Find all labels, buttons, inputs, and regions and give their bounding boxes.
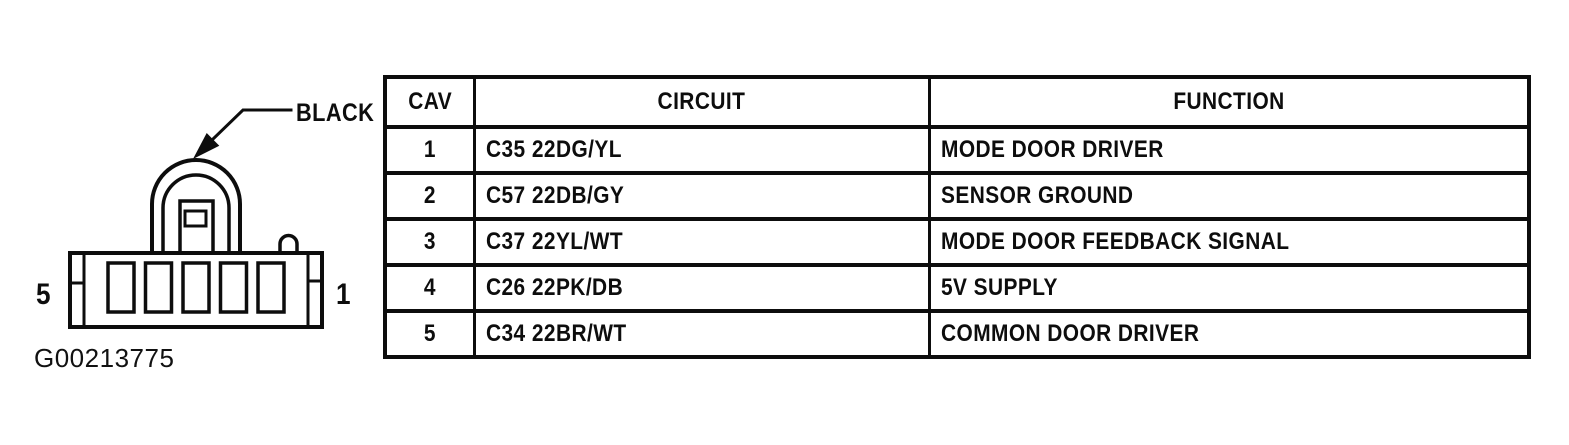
header-row: CAV CIRCUIT FUNCTION [383,75,1531,129]
cell-function: COMMON DOOR DRIVER [927,309,1531,359]
figure-id: G00213775 [34,343,175,373]
cell-cav: 5 [383,309,476,359]
pin-5-label: 5 [36,278,51,311]
cavity-3 [181,261,211,314]
column-header-function: FUNCTION [927,75,1531,129]
cell-cav: 3 [383,217,476,267]
cavity-1 [256,261,286,314]
table-row: 3 C37 22YL/WT MODE DOOR FEEDBACK SIGNAL [383,217,1531,267]
table-row: 4 C26 22PK/DB 5V SUPPLY [383,263,1531,313]
connector-color-label: BLACK [296,99,375,127]
cavity-2 [218,261,249,314]
pin-1-label: 1 [336,278,351,311]
cell-function: 5V SUPPLY [927,263,1531,313]
cell-circuit: C57 22DB/GY [472,171,931,221]
connector-latch [150,158,242,255]
arrowhead-icon [193,133,220,159]
cavity-5 [106,261,136,314]
connector-body [68,251,324,329]
pinout-table: CAV CIRCUIT FUNCTION 1 C35 22DG/YL MODE … [383,75,1531,359]
black-label-pointer [193,108,293,159]
connector-diagram [68,108,324,329]
cell-circuit: C37 22YL/WT [472,217,931,267]
table-row: 2 C57 22DB/GY SENSOR GROUND [383,171,1531,221]
cell-function: MODE DOOR FEEDBACK SIGNAL [927,217,1531,267]
latch-window [183,209,208,228]
cell-cav: 1 [383,125,476,175]
cell-circuit: C34 22BR/WT [472,309,931,359]
cell-circuit: C26 22PK/DB [472,263,931,313]
cell-function: MODE DOOR DRIVER [927,125,1531,175]
cell-function: SENSOR GROUND [927,171,1531,221]
column-header-cav: CAV [383,75,476,129]
cell-circuit: C35 22DG/YL [472,125,931,175]
cavity-4 [143,261,174,314]
index-bump [278,233,299,255]
column-header-circuit: CIRCUIT [472,75,931,129]
table-row: 5 C34 22BR/WT COMMON DOOR DRIVER [383,309,1531,359]
table-row: 1 C35 22DG/YL MODE DOOR DRIVER [383,125,1531,175]
cell-cav: 2 [383,171,476,221]
cell-cav: 4 [383,263,476,313]
